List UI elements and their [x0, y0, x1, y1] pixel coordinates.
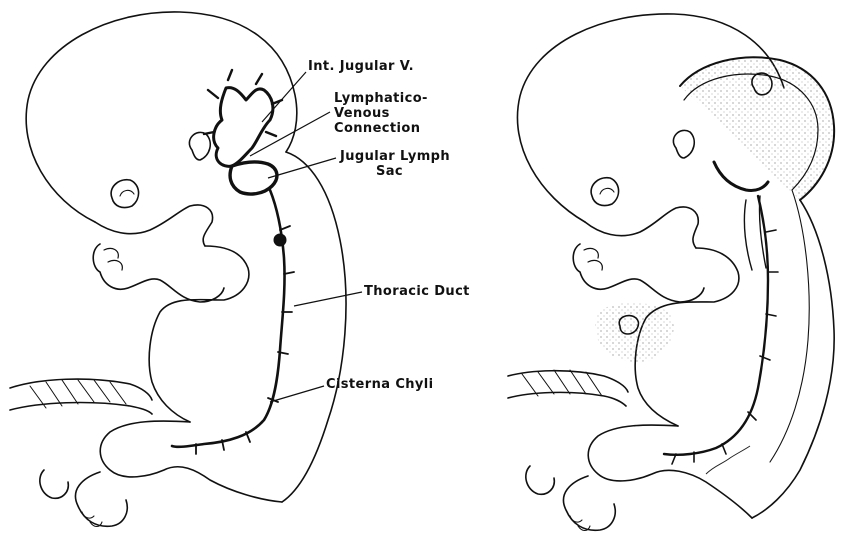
- label-lymphatico-3: Connection: [334, 122, 420, 136]
- left-torso: [149, 246, 249, 422]
- left-foot: [75, 472, 127, 526]
- right-umbilical-cord: [508, 371, 628, 392]
- right-swelling: [680, 57, 834, 200]
- left-ear: [189, 132, 210, 160]
- label-lymphatico-2: Venous: [334, 107, 390, 121]
- right-hand: [573, 244, 704, 302]
- left-face: [95, 205, 213, 246]
- left-hand: [93, 244, 224, 302]
- left-lower-foot: [40, 470, 68, 498]
- left-lymphatics: [172, 70, 294, 454]
- leader-thoracic-duct: [294, 292, 362, 306]
- right-embryo: [508, 14, 834, 531]
- label-jugular-sac-1: Jugular Lymph: [340, 150, 450, 164]
- label-cisterna-chyli: Cisterna Chyli: [326, 378, 434, 392]
- right-lower-foot: [526, 466, 554, 494]
- left-thoracic-duct: [172, 190, 285, 447]
- left-head-outline: [26, 12, 297, 222]
- label-lymphatico-1: Lymphatico-: [334, 92, 428, 106]
- label-thoracic-duct: Thoracic Duct: [364, 285, 470, 299]
- right-envelope: [752, 200, 834, 518]
- label-jugular-sac-2: Sac: [376, 165, 403, 179]
- right-eye: [591, 178, 618, 206]
- left-umbilical-cord: [10, 379, 152, 400]
- right-leg: [588, 425, 752, 518]
- right-ear: [673, 130, 694, 158]
- right-face: [585, 207, 698, 248]
- left-duct-node: [274, 234, 286, 246]
- leader-lymphatico: [250, 112, 330, 156]
- left-jugular-plexus: [214, 88, 273, 167]
- right-sac-connection: [714, 162, 768, 191]
- label-int-jugular: Int. Jugular V.: [308, 60, 414, 74]
- left-embryo: [10, 12, 346, 527]
- left-eye: [111, 180, 138, 208]
- right-foot: [563, 476, 615, 530]
- left-envelope: [282, 152, 346, 502]
- right-vessel-tube: [744, 196, 766, 270]
- leader-cisterna: [270, 386, 324, 402]
- left-leg: [100, 421, 282, 502]
